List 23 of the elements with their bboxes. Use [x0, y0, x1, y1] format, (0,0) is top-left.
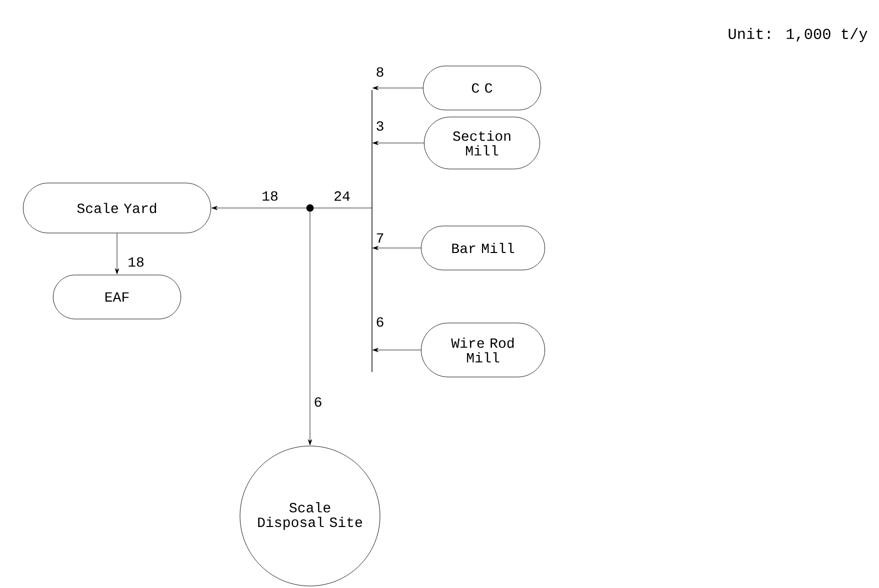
arrow	[372, 246, 422, 250]
arrow	[308, 212, 312, 446]
process-box: C C	[422, 66, 542, 110]
process-box: Bar Mill	[420, 226, 546, 270]
arrow	[372, 348, 422, 352]
arrow	[212, 206, 306, 210]
arrow	[372, 86, 424, 90]
edge-label: 6	[312, 396, 324, 408]
arrow	[114, 233, 120, 274]
edge-label: 24	[332, 190, 352, 202]
edge-label: 7	[374, 232, 386, 244]
process-box: Wire Rod Mill	[420, 322, 546, 378]
edge-label: 18	[260, 190, 280, 202]
edge-label: 3	[374, 120, 386, 132]
junction-dot	[306, 204, 314, 212]
edge-label: 6	[374, 316, 386, 328]
process-box: Scale Yard	[22, 182, 212, 234]
process-box: EAF	[52, 274, 182, 320]
arrow	[372, 140, 424, 146]
process-box: Section Mill	[424, 116, 540, 170]
edge-label: 8	[374, 66, 386, 78]
edge-label: 18	[126, 256, 146, 268]
unit-note: Unit: 1,000 t/y	[728, 28, 868, 42]
